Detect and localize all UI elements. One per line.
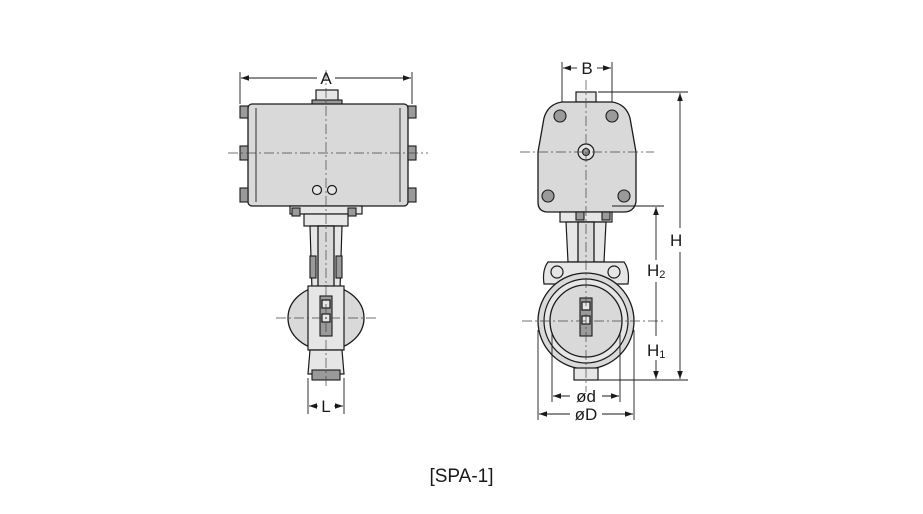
dim-label-h: H (670, 231, 682, 250)
front-view (520, 62, 688, 420)
dim-label-d-small: ød (576, 387, 596, 406)
dim-label-h2-sub: 2 (659, 269, 665, 281)
figure-caption: [SPA-1] (429, 466, 494, 487)
dim-label-a: A (320, 69, 332, 88)
dim-label-b: B (581, 59, 592, 78)
side-view (228, 70, 428, 414)
dim-label-h1-main: H (647, 341, 659, 360)
dim-label-l: L (321, 397, 330, 416)
dim-label-h2-main: H (647, 261, 659, 280)
dim-label-h1-sub: 1 (659, 349, 665, 361)
dim-label-d-large: øD (575, 405, 598, 424)
dim-label-h1: H1 (647, 341, 665, 361)
dim-label-h2: H2 (647, 261, 665, 281)
